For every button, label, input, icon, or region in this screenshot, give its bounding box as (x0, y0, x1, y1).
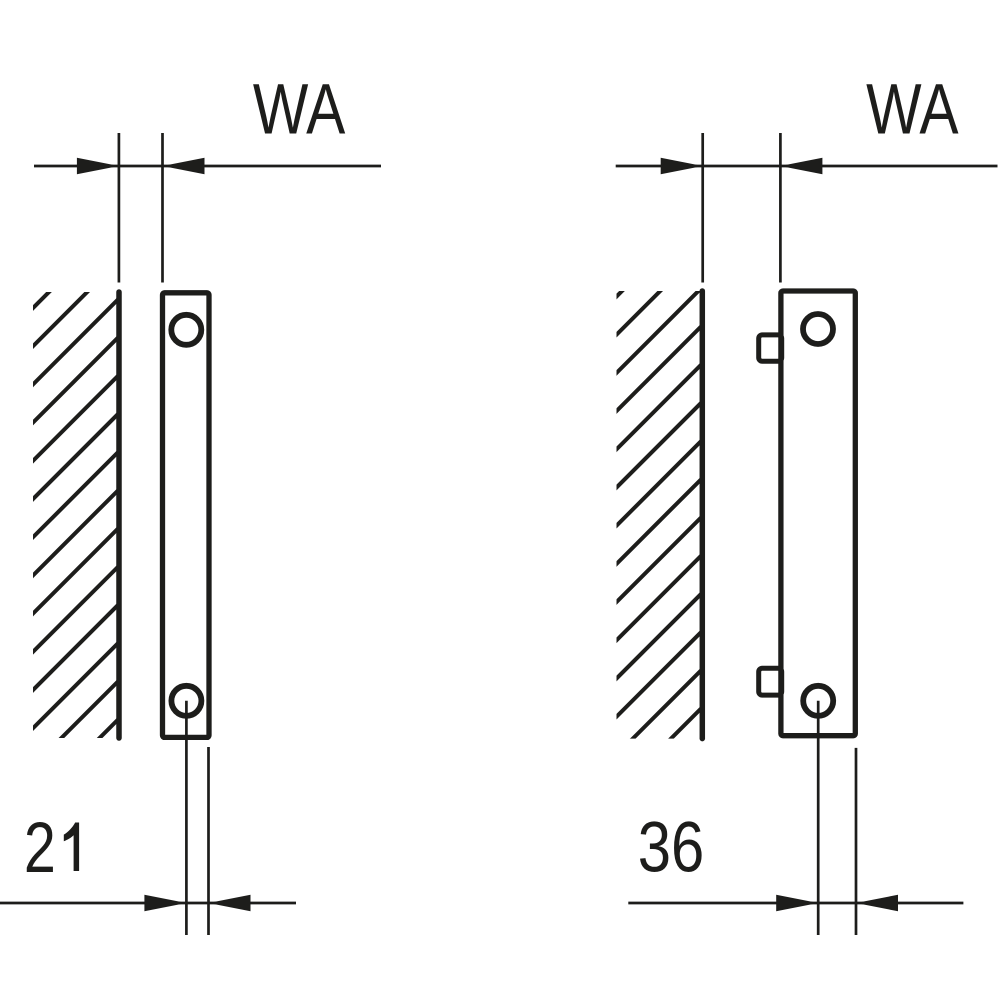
svg-text:36: 36 (638, 808, 705, 888)
svg-text:2: 2 (24, 808, 56, 888)
svg-text:WA: WA (866, 69, 959, 149)
svg-text:WA: WA (253, 69, 346, 149)
